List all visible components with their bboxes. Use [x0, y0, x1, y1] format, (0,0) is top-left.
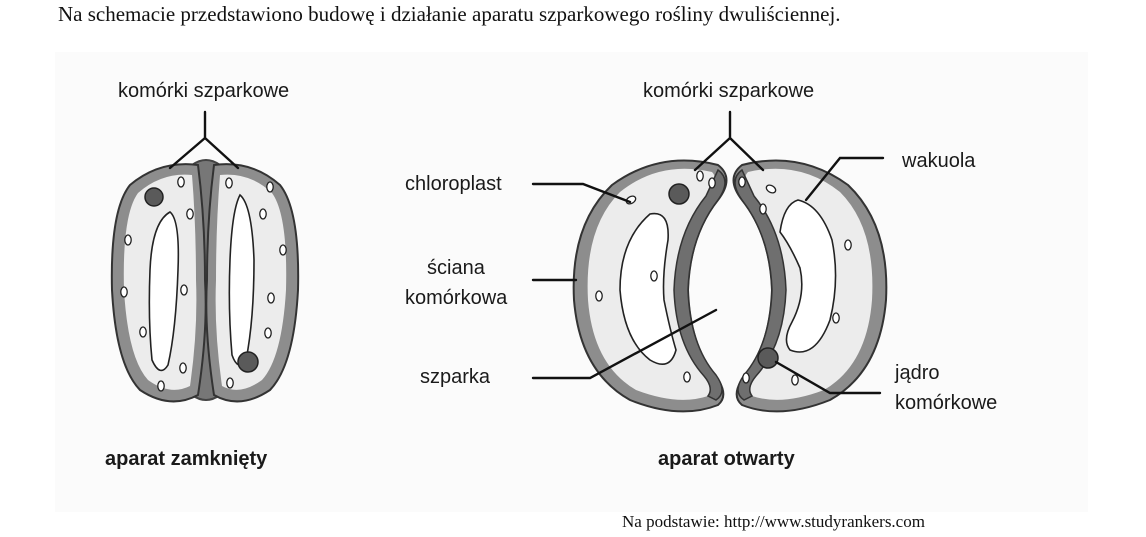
cell-wall-label-line2: komórkowa — [405, 287, 508, 309]
chloroplast — [120, 286, 128, 298]
vacuole-pointer — [804, 156, 885, 202]
chloroplast-pointer — [531, 182, 632, 204]
chloroplast — [696, 170, 704, 182]
closed-left-guard-cell — [110, 163, 207, 403]
closed-guard-cells-label: komórki szparkowe — [118, 80, 290, 102]
chloroplast — [139, 326, 147, 338]
closed-right-guard-cell — [205, 163, 300, 403]
open-right-guard-cell — [732, 159, 888, 413]
chloroplast — [124, 234, 132, 246]
chloroplast — [279, 244, 287, 256]
open-stoma — [531, 110, 888, 413]
source-note: Na podstawie: http://www.studyrankers.co… — [622, 512, 925, 531]
chloroplast — [738, 176, 746, 188]
chloroplast — [266, 181, 274, 193]
closed-left-vacuole — [148, 211, 180, 372]
chloroplast — [742, 372, 750, 384]
open-stoma-caption: aparat otwarty — [658, 448, 795, 470]
chloroplast — [259, 208, 267, 220]
vacuole-label: wakuola — [902, 150, 976, 172]
closed-stoma — [110, 110, 300, 403]
chloroplast — [708, 177, 716, 189]
chloroplast — [267, 292, 275, 304]
chloroplast — [177, 176, 185, 188]
chloroplast — [225, 177, 233, 189]
open-guard-cells-pointer — [693, 110, 765, 172]
chloroplast — [765, 184, 777, 194]
closed-left-nucleus — [144, 187, 164, 207]
chloroplast — [264, 327, 272, 339]
cell-wall-label-line1: ściana — [427, 257, 485, 279]
chloroplast — [683, 371, 691, 383]
open-right-nucleus — [757, 347, 779, 369]
intro-text: Na schemacie przedstawiono budowę i dzia… — [58, 2, 841, 26]
open-left-guard-cell — [572, 159, 728, 413]
chloroplast-label: chloroplast — [405, 173, 502, 195]
open-right-vacuole — [779, 199, 837, 353]
closed-stoma-caption: aparat zamknięty — [105, 448, 268, 470]
chloroplast — [791, 374, 799, 386]
chloroplast — [180, 284, 188, 296]
chloroplast — [650, 270, 658, 282]
nucleus-label-line2: komórkowe — [895, 392, 998, 414]
open-left-vacuole — [619, 212, 677, 366]
chloroplast — [186, 208, 194, 220]
closed-guard-cells-pointer — [168, 110, 240, 170]
chloroplast — [832, 312, 840, 324]
nucleus-label-line1: jądro — [895, 362, 940, 384]
chloroplast — [844, 239, 852, 251]
chloroplast — [226, 377, 234, 389]
stoma-pointer — [531, 308, 718, 380]
closed-right-nucleus — [237, 351, 259, 373]
chloroplast — [157, 380, 165, 392]
chloroplast — [179, 362, 187, 374]
open-left-nucleus — [668, 183, 690, 205]
chloroplast — [595, 290, 603, 302]
chloroplast — [759, 203, 767, 215]
nucleus-pointer — [774, 360, 882, 395]
open-guard-cells-label: komórki szparkowe — [643, 80, 815, 102]
stoma-label: szparka — [420, 366, 491, 388]
